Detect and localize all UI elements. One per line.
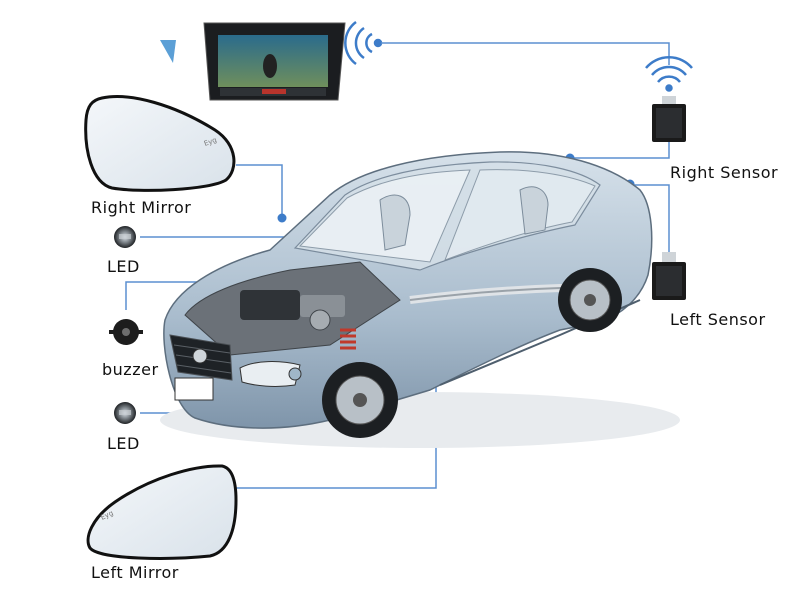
left-mirror-icon: Eyg bbox=[86, 464, 238, 560]
connector-display-right-sensor bbox=[381, 42, 670, 65]
svg-text:Eyg: Eyg bbox=[203, 136, 218, 148]
right-sensor-module bbox=[645, 56, 693, 142]
right-mirror-icon: Eyg bbox=[84, 95, 236, 192]
label-led-top: LED bbox=[107, 257, 140, 276]
label-led-bottom: LED bbox=[107, 434, 140, 453]
car-cutaway-illustration bbox=[160, 151, 680, 448]
connector-right-sensor-car bbox=[570, 142, 670, 159]
label-buzzer: buzzer bbox=[102, 360, 159, 379]
rear-wheel bbox=[558, 268, 622, 332]
head-unit-display bbox=[203, 22, 346, 101]
led-indicator-bottom-icon bbox=[114, 402, 136, 424]
connector-right-mirror bbox=[236, 164, 283, 218]
front-wheel bbox=[322, 362, 398, 438]
sensor-wifi-icon bbox=[645, 56, 693, 92]
label-left-sensor: Left Sensor bbox=[670, 310, 766, 329]
left-sensor-module bbox=[652, 252, 686, 300]
label-right-mirror: Right Mirror bbox=[91, 198, 192, 217]
label-right-sensor: Right Sensor bbox=[670, 163, 779, 182]
buzzer-icon bbox=[109, 319, 143, 345]
label-left-mirror: Left Mirror bbox=[91, 563, 179, 582]
cursor-triangle-icon bbox=[160, 40, 176, 63]
led-indicator-top-icon bbox=[114, 226, 136, 248]
connector-left-sensor-car bbox=[630, 184, 670, 260]
wifi-signal-icon bbox=[344, 20, 383, 66]
